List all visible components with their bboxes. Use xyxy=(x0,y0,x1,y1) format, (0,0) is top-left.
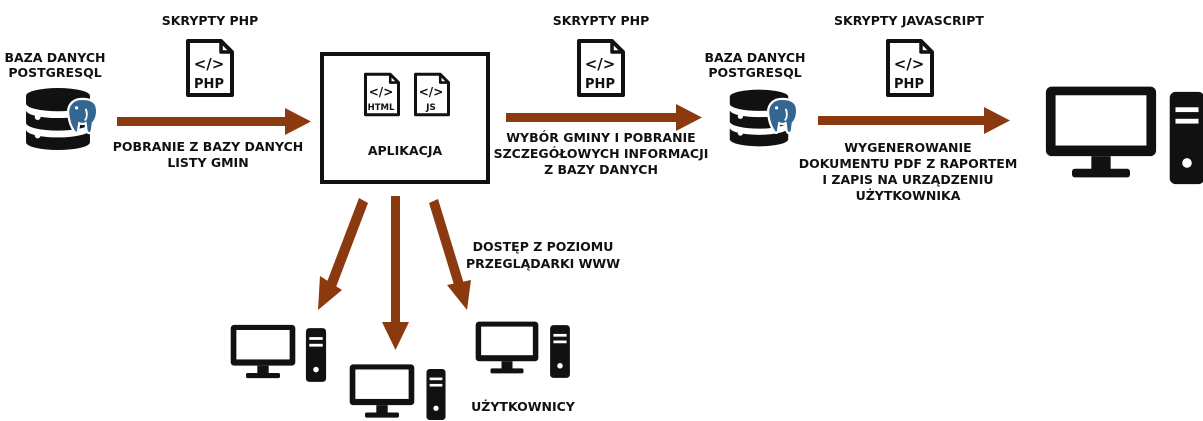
pdf-step-line3: I ZAPIS NA URZĄDZENIU xyxy=(822,172,993,187)
html-icon-text: HTML xyxy=(368,103,395,113)
arrow-app-to-user-left xyxy=(318,198,368,310)
users-label: UŻYTKOWNICY xyxy=(471,399,576,414)
pdf-step-line2: DOKUMENTU PDF Z RAPORTEM xyxy=(799,156,1018,171)
php-icon-text: PHP xyxy=(194,77,224,92)
code-glyph: </> xyxy=(369,85,394,99)
browser-access-line1: DOSTĘP Z POZIOMU xyxy=(473,239,614,254)
db-left-label-line2: POSTGRESQL xyxy=(8,65,101,80)
code-glyph: </> xyxy=(894,55,925,73)
computer-monitor-icon xyxy=(475,321,539,374)
arrow-app-to-user-right xyxy=(429,199,471,310)
arrow-db-to-computer xyxy=(818,107,1010,134)
php-file-icon: </> PHP xyxy=(577,39,625,97)
postgresql-icon xyxy=(66,97,99,135)
computer-tower-icon xyxy=(305,328,327,382)
select-step-line1: WYBÓR GMINY I POBRANIE xyxy=(506,130,695,145)
js-icon-text: JS xyxy=(425,103,436,113)
arrow-db-to-app xyxy=(117,108,311,135)
computer-monitor-icon xyxy=(349,364,415,418)
code-glyph: </> xyxy=(585,55,616,73)
select-step-line3: Z BAZY DANYCH xyxy=(544,162,658,177)
php-file-icon: </> PHP xyxy=(186,39,234,97)
db-right-label-line1: BAZA DANYCH xyxy=(704,50,805,65)
php-icon-text: PHP xyxy=(585,77,615,92)
php-icon-text: PHP xyxy=(894,77,924,92)
db-right-label-line2: POSTGRESQL xyxy=(708,65,801,80)
computer-tower-icon xyxy=(550,325,570,378)
arrow-app-to-db xyxy=(506,104,702,131)
db-left-label-line1: BAZA DANYCH xyxy=(4,50,105,65)
app-title: APLIKACJA xyxy=(368,143,443,158)
computer-tower-icon xyxy=(1169,91,1203,185)
php-scripts-label: SKRYPTY PHP xyxy=(162,13,259,28)
application-box xyxy=(320,52,490,184)
postgresql-icon xyxy=(766,97,799,135)
php-scripts-label: SKRYPTY PHP xyxy=(553,13,650,28)
arrow-app-to-user-middle xyxy=(382,196,409,350)
fetch-step-line2: LISTY GMIN xyxy=(167,155,248,170)
js-file-icon: </> JS xyxy=(413,72,451,117)
computer-tower-icon xyxy=(426,369,446,420)
pdf-step-line4: UŻYTKOWNIKA xyxy=(856,188,961,203)
fetch-step-line1: POBRANIE Z BAZY DANYCH xyxy=(113,139,303,154)
pdf-step-line1: WYGENEROWANIE xyxy=(844,140,971,155)
computer-monitor-icon xyxy=(230,324,296,379)
php-file-icon: </> PHP xyxy=(886,39,934,97)
select-step-line2: SZCZEGÓŁOWYCH INFORMACJI xyxy=(494,146,709,161)
html-file-icon: </> HTML xyxy=(363,72,401,117)
js-scripts-label: SKRYPTY JAVASCRIPT xyxy=(834,13,984,28)
browser-access-line2: PRZEGLĄDARKI WWW xyxy=(466,256,620,271)
computer-monitor-icon xyxy=(1045,86,1157,178)
code-glyph: </> xyxy=(419,85,444,99)
code-glyph: </> xyxy=(194,55,225,73)
